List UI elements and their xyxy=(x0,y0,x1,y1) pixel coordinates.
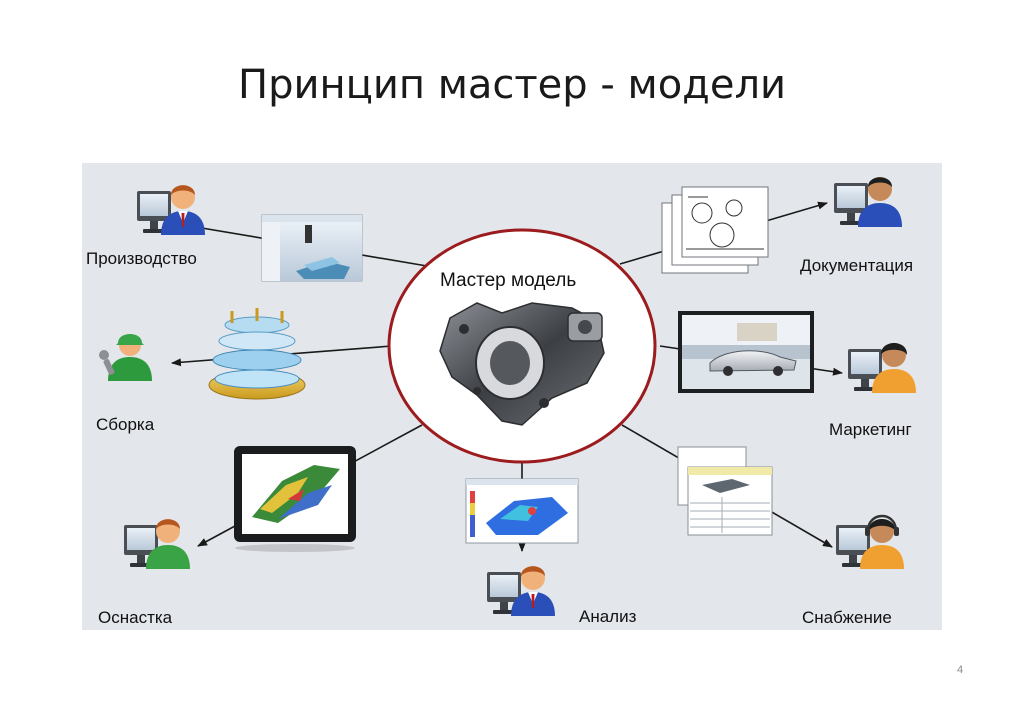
documentation-user-icon xyxy=(834,177,902,227)
node-label-documentation: Документация xyxy=(800,256,914,275)
master-model-part-image xyxy=(439,302,605,426)
slide-title: Принцип мастер - модели xyxy=(237,62,787,108)
assembly-exploded-image xyxy=(208,308,306,400)
node-label-marketing: Маркетинг xyxy=(829,420,912,439)
production-user-icon xyxy=(137,185,205,235)
documentation-drawings-image xyxy=(661,186,769,274)
diagram-graphics xyxy=(99,177,916,616)
production-cam-image xyxy=(261,214,363,282)
center-label: Мастер модель xyxy=(440,270,577,291)
marketing-render-image xyxy=(678,311,814,393)
node-label-analysis: Анализ xyxy=(579,607,637,626)
analysis-user-icon xyxy=(487,566,555,616)
tooling-user-icon xyxy=(124,519,190,569)
supply-sheets-image xyxy=(677,446,773,536)
diagram-panel: Мастер модель Производство Сборка Оснаст… xyxy=(82,163,942,630)
node-label-tooling: Оснастка xyxy=(98,608,173,627)
analysis-fea-image xyxy=(465,478,579,544)
node-label-production: Производство xyxy=(86,249,197,268)
page-number: 4 xyxy=(957,664,964,676)
assembly-worker-icon xyxy=(99,334,152,381)
node-label-supply: Снабжение xyxy=(802,608,892,627)
marketing-user-icon xyxy=(848,343,916,393)
node-label-assembly: Сборка xyxy=(96,415,155,434)
tooling-mold-image xyxy=(234,446,356,552)
supply-user-headset-icon xyxy=(836,514,904,569)
